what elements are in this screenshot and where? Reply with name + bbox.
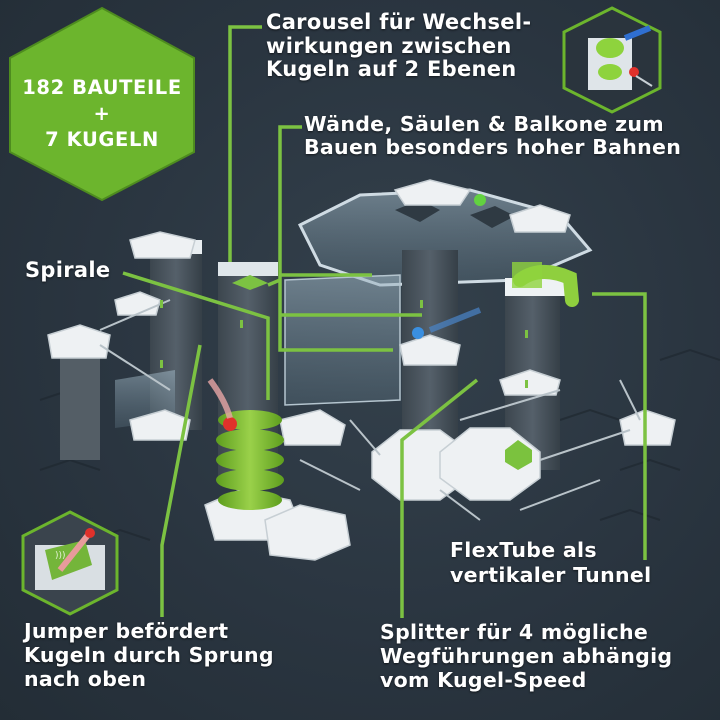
callout-carousel-line-1: Carousel für Wechsel- <box>266 10 532 34</box>
callout-walls: Wände, Säulen & Balkone zum Bauen besond… <box>304 112 682 160</box>
badge-plus: + <box>93 102 111 126</box>
callout-splitter: Splitter für 4 mögliche Wegführungen abh… <box>380 620 673 692</box>
callout-splitter-line-3: vom Kugel-Speed <box>380 667 587 692</box>
callout-jumper-line-3: nach oben <box>24 666 147 691</box>
callout-carousel-line-2: wirkungen zwischen <box>266 33 512 58</box>
parts-count-badge: 182 BAUTEILE + 7 KUGELN <box>6 6 198 202</box>
callout-spiral: Spirale <box>25 258 110 282</box>
callout-walls-line-2: Bauen besonders hoher Bahnen <box>304 135 682 160</box>
callout-splitter-line-1: Splitter für 4 mögliche <box>380 620 649 644</box>
leader-line-splitter <box>400 378 479 618</box>
callout-carousel: Carousel für Wechsel- wirkungen zwischen… <box>266 10 532 82</box>
badge-parts-count: 182 BAUTEILE <box>22 76 182 99</box>
callout-spiral-text: Spirale <box>25 258 111 282</box>
leader-line-carousel <box>228 25 262 262</box>
callout-jumper: Jumper befördert Kugeln durch Sprung nac… <box>24 619 274 691</box>
callout-jumper-line-1: Jumper befördert <box>24 619 229 643</box>
callout-flextube: FlexTube als vertikaler Tunnel <box>450 538 651 587</box>
leader-line-jumper <box>160 344 202 617</box>
callout-flextube-line-1: FlexTube als <box>450 538 597 562</box>
leader-line-flextube <box>592 292 647 560</box>
badge-marble-count: 7 KUGELN <box>45 128 159 152</box>
hexagon-shape <box>9 6 195 202</box>
callout-splitter-line-2: Wegführungen abhängig <box>380 643 673 668</box>
callout-flextube-line-2: vertikaler Tunnel <box>450 562 652 587</box>
leader-line-walls <box>278 125 393 352</box>
callout-carousel-line-3: Kugeln auf 2 Ebenen <box>266 57 517 82</box>
callout-jumper-line-2: Kugeln durch Sprung <box>24 642 274 667</box>
leader-line-spiral <box>122 271 270 400</box>
callout-walls-line-1: Wände, Säulen & Balkone zum <box>304 112 664 136</box>
